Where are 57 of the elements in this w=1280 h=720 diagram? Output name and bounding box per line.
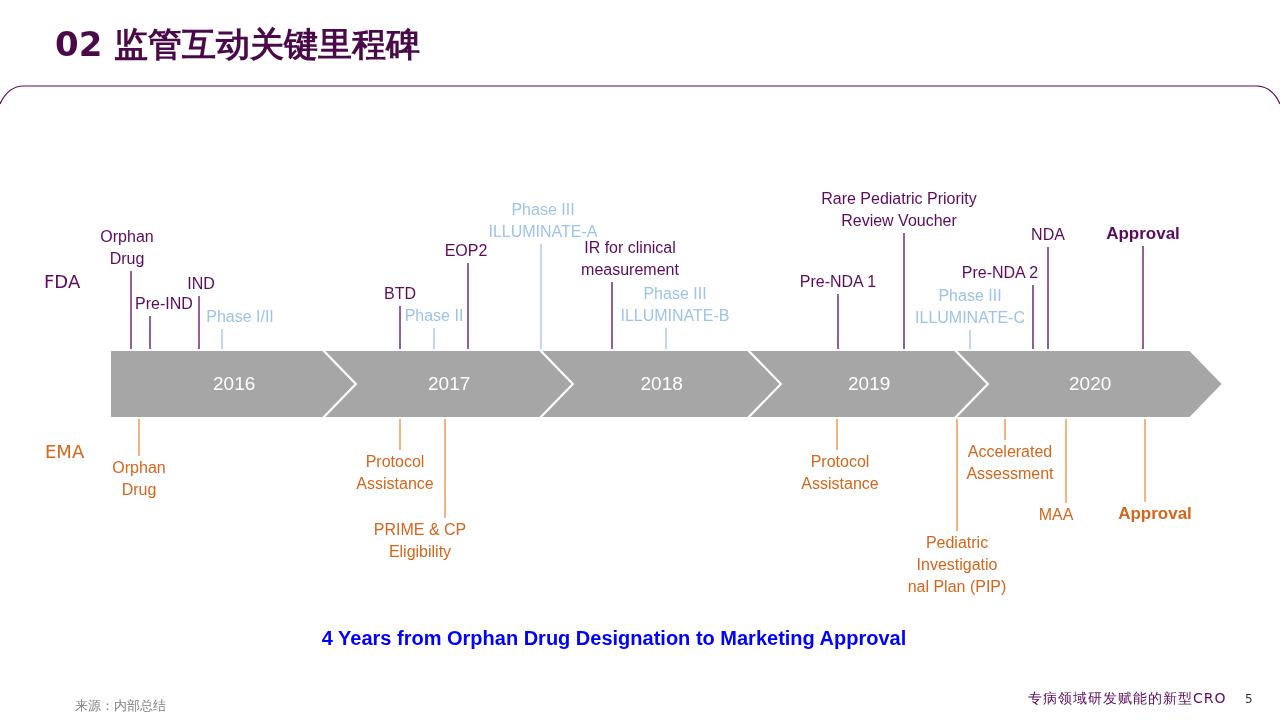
leader-line <box>221 328 223 351</box>
year-label: 2020 <box>1069 373 1112 395</box>
row-label: FDA <box>44 271 81 292</box>
leader-line <box>665 327 667 351</box>
milestone-label: Orphan Drug <box>104 457 174 501</box>
milestone-label: Phase I/II <box>206 306 274 328</box>
milestone-label: Phase III ILLUMINATE-C <box>907 285 1033 329</box>
caption: 4 Years from Orphan Drug Designation to Marketing Approval <box>321 627 907 649</box>
milestone-label: Pre-IND <box>135 293 193 315</box>
milestone-label: Phase III ILLUMINATE-B <box>610 283 740 327</box>
leader-line <box>1142 245 1144 351</box>
leader-line <box>1047 246 1049 351</box>
milestone-label: Pre-NDA 2 <box>961 262 1039 284</box>
source-note: 来源：内部总结 <box>75 697 166 715</box>
row-label: EMA <box>45 441 85 462</box>
page-number: 5 <box>1245 692 1253 706</box>
leader-line <box>1032 284 1034 351</box>
milestone-label: MAA <box>1038 504 1074 526</box>
milestone-label: NDA <box>1031 224 1065 246</box>
leader-line <box>467 262 469 351</box>
milestone-label: Pediatric Investigatio nal Plan (PIP) <box>907 532 1007 598</box>
leader-line <box>138 417 140 457</box>
leader-line <box>433 327 435 351</box>
leader-line <box>837 293 839 351</box>
milestone-label: Orphan Drug <box>92 226 162 270</box>
milestone-label: Accelerated Assessment <box>955 441 1065 485</box>
leader-line <box>1065 417 1067 504</box>
slide-title: 02 监管互动关键里程碑 <box>55 23 421 66</box>
milestone-label: Pre-NDA 1 <box>799 271 877 293</box>
leader-line <box>1004 417 1006 441</box>
leader-line <box>444 417 446 519</box>
leader-line <box>903 232 905 351</box>
leader-line <box>149 315 151 351</box>
milestone-label: Protocol Assistance <box>790 451 890 495</box>
leader-line <box>399 305 401 351</box>
year-label: 2019 <box>848 373 891 395</box>
milestone-label: Approval <box>1106 223 1180 245</box>
leader-line <box>198 295 200 351</box>
year-label: 2016 <box>213 373 256 395</box>
leader-line <box>611 281 613 351</box>
milestone-label: Phase II <box>404 305 464 327</box>
leader-line <box>130 270 132 351</box>
milestone-label: Rare Pediatric Priority Review Voucher <box>806 188 992 232</box>
leader-line <box>540 243 542 351</box>
leader-line <box>836 417 838 451</box>
milestone-label: Protocol Assistance <box>345 451 445 495</box>
milestone-label: IND <box>187 273 215 295</box>
milestone-label: PRIME & CP Eligibility <box>350 519 490 563</box>
leader-line <box>399 417 401 451</box>
footer-tagline: 专病领域研发赋能的新型CRO <box>1028 690 1227 708</box>
milestone-label: IR for clinical measurement <box>565 237 695 281</box>
leader-line <box>969 329 971 351</box>
milestone-label: Approval <box>1118 503 1192 525</box>
milestone-label: BTD <box>384 283 416 305</box>
leader-line <box>1144 417 1146 503</box>
milestone-label: EOP2 <box>444 240 488 262</box>
leader-line <box>956 417 958 532</box>
